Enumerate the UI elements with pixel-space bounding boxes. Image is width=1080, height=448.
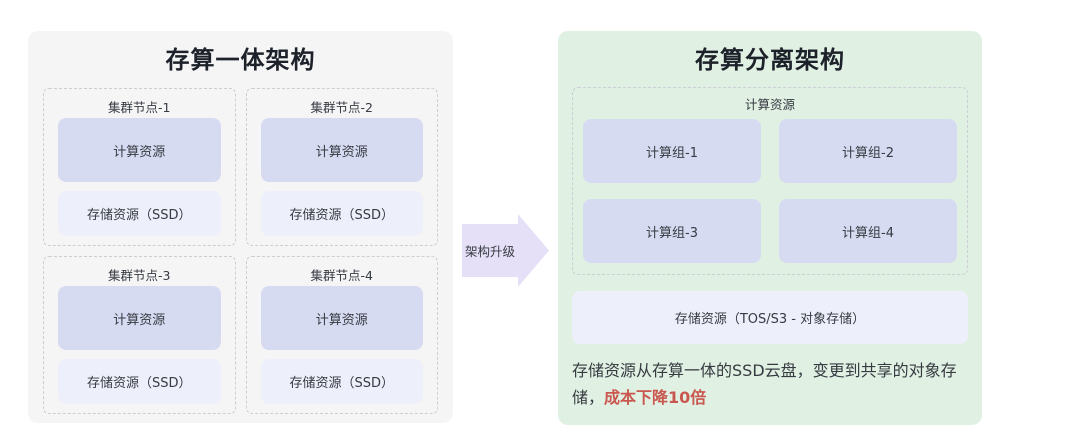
compute-resource-box: 计算资源 — [260, 286, 423, 350]
storage-resource-box: 存储资源（SSD） — [58, 191, 221, 236]
integrated-panel-title: 存算一体架构 — [165, 46, 316, 74]
right-arrow-icon — [462, 214, 549, 287]
compute-resource-box: 计算资源 — [260, 118, 423, 182]
compute-group-grid: 计算组-1 计算组-2 计算组-3 计算组-4 — [583, 119, 957, 263]
storage-resource-box: 存储资源（SSD） — [58, 359, 221, 404]
upgrade-arrow-label: 架构升级 — [464, 244, 515, 259]
compute-resource-box: 计算资源 — [58, 118, 221, 182]
cluster-node-3: 集群节点-3 计算资源 存储资源（SSD） — [43, 256, 236, 414]
cluster-node-title: 集群节点-2 — [310, 100, 373, 115]
separated-architecture-panel: 存算分离架构 计算资源 计算组-1 计算组-2 计算组-3 计算组-4 存储资源… — [558, 31, 982, 425]
caption-text: 存储资源从存算一体的SSD云盘，变更到共享的对象存储， — [572, 361, 957, 407]
compute-container-title: 计算资源 — [744, 97, 795, 112]
compute-resource-container: 计算资源 计算组-1 计算组-2 计算组-3 计算组-4 — [572, 87, 968, 275]
cluster-node-grid: 集群节点-1 计算资源 存储资源（SSD） 集群节点-2 计算资源 存储资源（S… — [43, 88, 438, 414]
compute-resource-box: 计算资源 — [58, 286, 221, 350]
compute-group-4: 计算组-4 — [779, 199, 957, 263]
cluster-node-title: 集群节点-4 — [310, 268, 373, 283]
compute-group-1: 计算组-1 — [583, 119, 761, 183]
cluster-node-title: 集群节点-3 — [108, 268, 171, 283]
separated-panel-title: 存算分离架构 — [695, 46, 845, 74]
cluster-node-title: 集群节点-1 — [108, 100, 171, 115]
cluster-node-2: 集群节点-2 计算资源 存储资源（SSD） — [245, 88, 438, 246]
compute-group-3: 计算组-3 — [583, 199, 761, 263]
cost-caption: 存储资源从存算一体的SSD云盘，变更到共享的对象存储，成本下降10倍 — [572, 357, 968, 411]
integrated-architecture-panel: 存算一体架构 集群节点-1 计算资源 存储资源（SSD） 集群节点-2 计算资源… — [28, 31, 453, 423]
compute-group-2: 计算组-2 — [779, 119, 957, 183]
caption-highlight: 成本下降10倍 — [604, 388, 707, 407]
storage-resource-box: 存储资源（SSD） — [260, 359, 423, 404]
shared-storage-bar: 存储资源（TOS/S3 - 对象存储） — [572, 291, 968, 344]
storage-resource-box: 存储资源（SSD） — [260, 191, 423, 236]
cluster-node-4: 集群节点-4 计算资源 存储资源（SSD） — [245, 256, 438, 414]
cluster-node-1: 集群节点-1 计算资源 存储资源（SSD） — [43, 88, 236, 246]
upgrade-arrow: 架构升级 — [455, 198, 555, 303]
